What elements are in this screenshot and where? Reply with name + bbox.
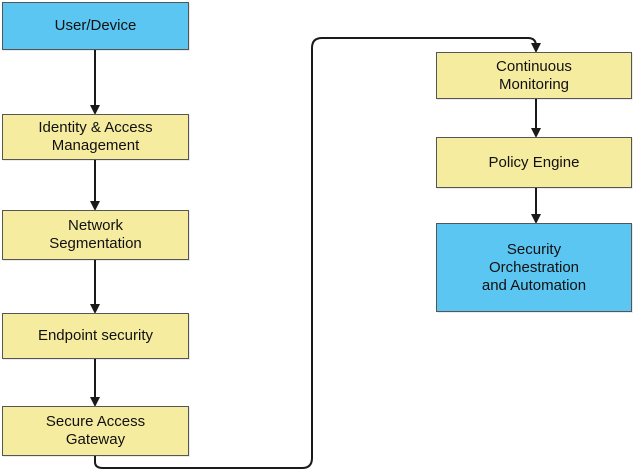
node-continuous-monitoring: Continuous Monitoring <box>436 52 632 99</box>
node-network-segmentation: Network Segmentation <box>2 210 189 260</box>
node-endpoint-security: Endpoint security <box>2 313 189 359</box>
node-policy-engine: Policy Engine <box>436 137 632 188</box>
node-secure-access-gateway: Secure Access Gateway <box>2 406 189 456</box>
node-security-orchestration-automation: Security Orchestration and Automation <box>436 223 632 312</box>
node-identity-access-management: Identity & Access Management <box>2 114 189 160</box>
node-user-device: User/Device <box>2 2 189 50</box>
